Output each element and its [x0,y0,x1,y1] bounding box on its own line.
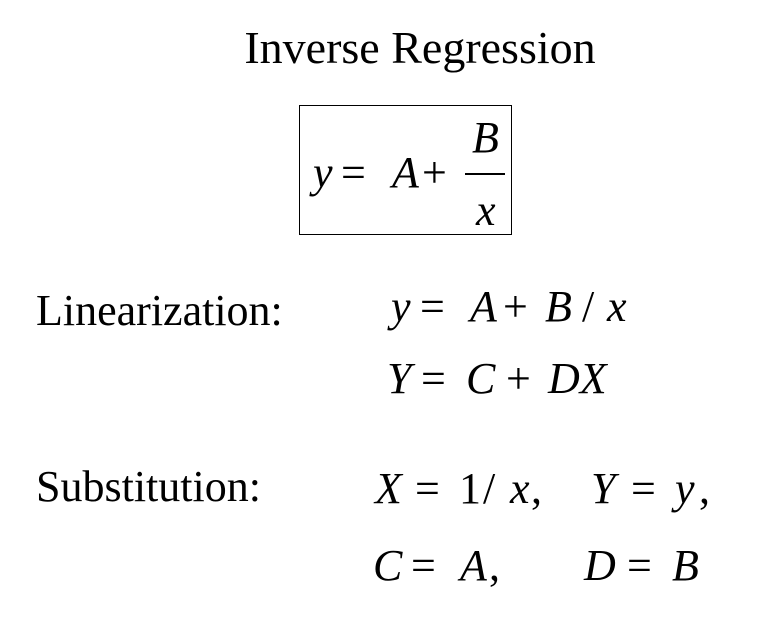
lin-eq1-x: x [607,282,627,331]
lin-eq1-plus: + [503,282,528,331]
boxed-y: y [313,148,333,197]
boxed-plus: + [422,148,447,197]
lin-eq2-equals: = [421,354,446,403]
sub-C: C [373,541,403,590]
sub-eq4: = [627,541,652,590]
boxed-denominator: x [476,186,496,235]
sub-Y: Y [591,464,616,513]
sub-eq2: = [631,464,656,513]
slide-title: Inverse Regression [244,22,596,73]
lin-eq2-C: C [466,354,496,403]
sub-eq1: = [415,464,440,513]
lin-eq2-plus: + [506,354,531,403]
fraction-bar [465,173,505,175]
sub-one: 1 [459,464,481,513]
sub-X: X [375,464,402,513]
sub-x: x [510,464,530,513]
equation-box [299,105,512,235]
sub-comma3: , [489,541,500,590]
sub-comma2: , [699,464,710,513]
sub-B: B [672,541,699,590]
lin-eq1-b: B [545,282,572,331]
lin-eq2-Y: Y [387,354,412,403]
boxed-equals: = [341,148,366,197]
boxed-numerator: B [472,113,499,162]
lin-eq1-a: A [470,282,497,331]
sub-D: D [584,541,616,590]
sub-A: A [460,541,487,590]
sub-slash: / [483,464,496,513]
lin-eq2-DX: DX [548,354,607,403]
sub-comma1: , [531,464,542,513]
linearization-label: Linearization: [36,286,283,335]
lin-eq1-slash: / [582,282,595,331]
boxed-a: A [392,148,419,197]
lin-eq1-equals: = [420,282,445,331]
lin-eq1-y: y [391,282,411,331]
sub-y: y [675,464,695,513]
substitution-label: Substitution: [36,462,261,511]
sub-eq3: = [411,541,436,590]
